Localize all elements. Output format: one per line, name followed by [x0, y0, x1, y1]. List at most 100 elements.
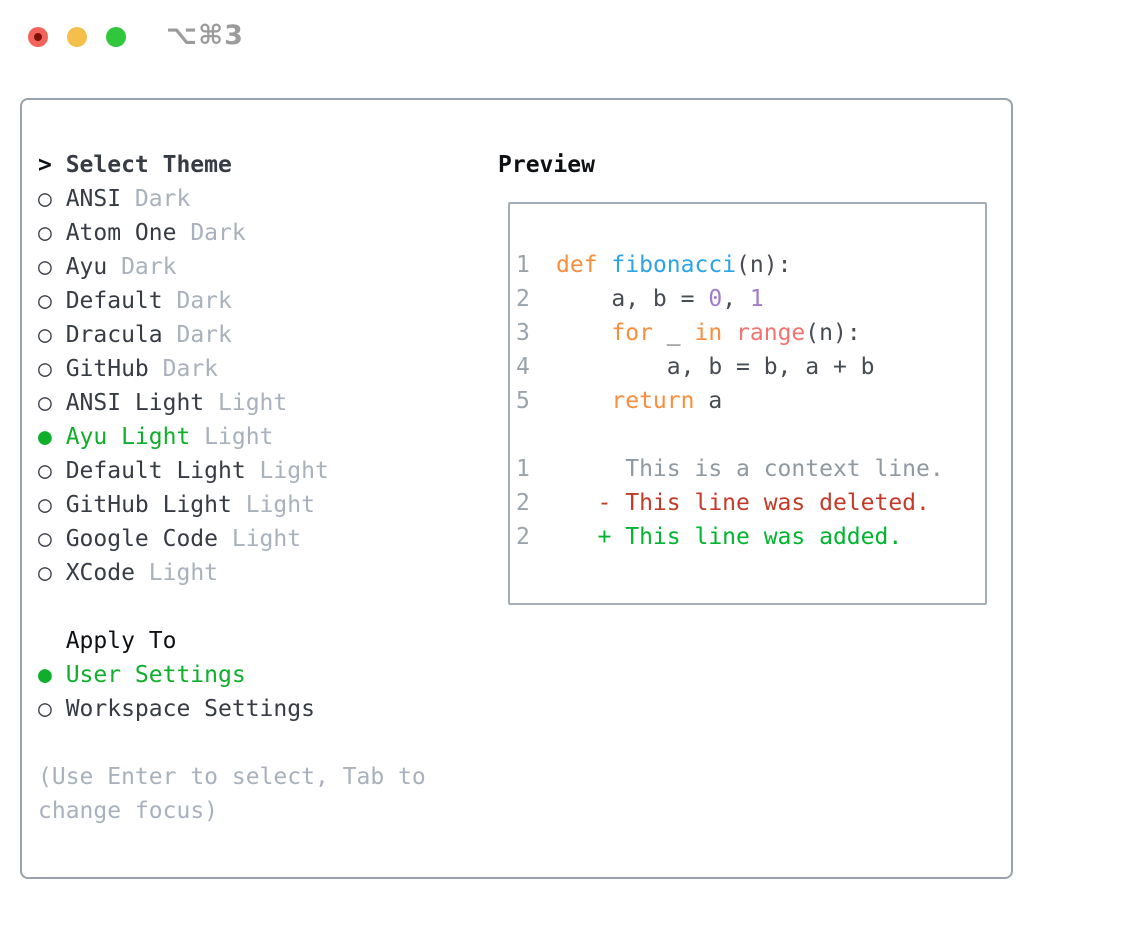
radio-unselected-icon: ○ — [38, 288, 66, 314]
code-line-3: 3 for _ in range(n): — [516, 316, 985, 350]
radio-unselected-icon: ○ — [38, 322, 66, 348]
theme-option-ayu-light[interactable]: ● Ayu Light Light — [38, 420, 426, 454]
help-text: change focus) — [38, 798, 219, 824]
code-token-pl: a — [694, 388, 723, 414]
code-token-ctx: This is a context line. — [556, 456, 944, 482]
apply-to-label: Apply To — [65, 628, 177, 654]
radio-unselected-icon: ○ — [38, 492, 66, 518]
apply-option-user-settings[interactable]: ● User Settings — [38, 658, 426, 692]
apply-option-label: Workspace Settings — [65, 696, 315, 722]
radio-selected-icon: ● — [38, 662, 66, 688]
theme-variant: Light — [218, 526, 302, 552]
theme-name: Default — [65, 288, 163, 314]
help-text: (Use Enter to select, Tab to — [38, 764, 426, 790]
theme-variant: Dark — [148, 356, 219, 382]
theme-name: GitHub — [65, 356, 149, 382]
minimize-button[interactable] — [67, 27, 87, 47]
theme-option-atom-one[interactable]: ○ Atom One Dark — [38, 216, 426, 250]
code-blank-line — [516, 418, 985, 452]
preview-title: Preview — [498, 152, 595, 178]
close-button-dot — [34, 33, 42, 41]
code-token-del: - This line was deleted. — [556, 490, 930, 516]
code-line-1: 1 def fibonacci(n): — [516, 248, 985, 282]
theme-name: ANSI Light — [65, 390, 205, 416]
theme-option-ansi-light[interactable]: ○ ANSI Light Light — [38, 386, 426, 420]
radio-selected-icon: ● — [38, 424, 66, 450]
theme-variant: Light — [204, 390, 288, 416]
theme-name: XCode — [65, 560, 135, 586]
line-number: 2 — [516, 490, 530, 516]
line-number: 3 — [516, 320, 530, 346]
window-shortcut-label: ⌥⌘3 — [166, 20, 244, 51]
apply-option-workspace-settings[interactable]: ○ Workspace Settings — [38, 692, 426, 726]
theme-name: Ayu — [65, 254, 108, 280]
theme-variant: Dark — [121, 186, 191, 212]
code-line-7: 1 This is a context line. — [516, 452, 985, 486]
close-button[interactable] — [28, 27, 48, 47]
code-line-2: 2 a, b = 0, 1 — [516, 282, 985, 316]
theme-option-xcode[interactable]: ○ XCode Light — [38, 556, 426, 590]
code-token-pl: , — [722, 286, 750, 312]
theme-option-default-light[interactable]: ○ Default Light Light — [38, 454, 426, 488]
code-token-kw: for — [611, 320, 653, 346]
zoom-button[interactable] — [106, 27, 126, 47]
apply-to-header: Apply To — [38, 624, 426, 658]
theme-variant: Light — [190, 424, 274, 450]
theme-variant: Light — [134, 560, 219, 586]
theme-name: Default Light — [65, 458, 246, 484]
code-token-fn: fibonacci — [611, 252, 737, 278]
radio-unselected-icon: ○ — [38, 526, 66, 552]
theme-variant: Dark — [107, 254, 177, 280]
spacer-row — [38, 590, 426, 624]
titlebar: ⌥⌘3 — [0, 0, 1140, 70]
cursor-marker: > — [38, 152, 66, 178]
code-token-pl: a, b = — [556, 286, 709, 312]
code-token-kw: return — [611, 388, 695, 414]
code-line-4: 4 a, b = b, a + b — [516, 350, 985, 384]
line-number: 1 — [516, 456, 530, 482]
radio-unselected-icon: ○ — [38, 560, 66, 586]
spacer-row — [38, 726, 426, 760]
theme-list: > Select Theme○ ANSI Dark○ Atom One Dark… — [38, 148, 426, 828]
theme-name: Ayu Light — [65, 424, 191, 450]
code-line-5: 5 return a — [516, 384, 985, 418]
code-token-kw: in — [694, 320, 723, 346]
theme-option-github[interactable]: ○ GitHub Dark — [38, 352, 426, 386]
theme-option-ayu[interactable]: ○ Ayu Dark — [38, 250, 426, 284]
radio-unselected-icon: ○ — [38, 186, 66, 212]
theme-variant: Dark — [162, 288, 232, 314]
code-line-8: 2 - This line was deleted. — [516, 486, 985, 520]
theme-option-default[interactable]: ○ Default Dark — [38, 284, 426, 318]
help-text-line-2: change focus) — [38, 794, 426, 828]
code-token-call: range — [736, 320, 806, 346]
theme-option-dracula[interactable]: ○ Dracula Dark — [38, 318, 426, 352]
line-number: 5 — [516, 388, 530, 414]
apply-option-label: User Settings — [65, 662, 246, 688]
theme-option-ansi[interactable]: ○ ANSI Dark — [38, 182, 426, 216]
radio-unselected-icon: ○ — [38, 254, 66, 280]
code-token-num: 0 — [708, 286, 723, 312]
line-number: 1 — [516, 252, 530, 278]
theme-option-github-light[interactable]: ○ GitHub Light Light — [38, 488, 426, 522]
theme-name: ANSI — [65, 186, 122, 212]
code-token-kw: def — [556, 252, 598, 278]
theme-name: GitHub Light — [65, 492, 232, 518]
theme-name: Google Code — [65, 526, 219, 552]
theme-list-title: Select Theme — [65, 152, 232, 178]
indent — [38, 624, 66, 658]
code-token-num: 1 — [749, 286, 764, 312]
code-token-pl — [598, 252, 612, 278]
theme-option-google-code[interactable]: ○ Google Code Light — [38, 522, 426, 556]
radio-unselected-icon: ○ — [38, 356, 66, 382]
code-token-pl: (n): — [736, 252, 792, 278]
theme-selector-panel: > Select Theme○ ANSI Dark○ Atom One Dark… — [20, 98, 1013, 879]
code-token-add: + This line was added. — [556, 524, 903, 550]
theme-name: Dracula — [65, 322, 163, 348]
help-text-line-1: (Use Enter to select, Tab to — [38, 760, 426, 794]
line-number: 2 — [516, 524, 530, 550]
line-number: 2 — [516, 286, 530, 312]
code-token-pl: _ — [652, 320, 695, 346]
code-token-pl — [556, 388, 611, 414]
